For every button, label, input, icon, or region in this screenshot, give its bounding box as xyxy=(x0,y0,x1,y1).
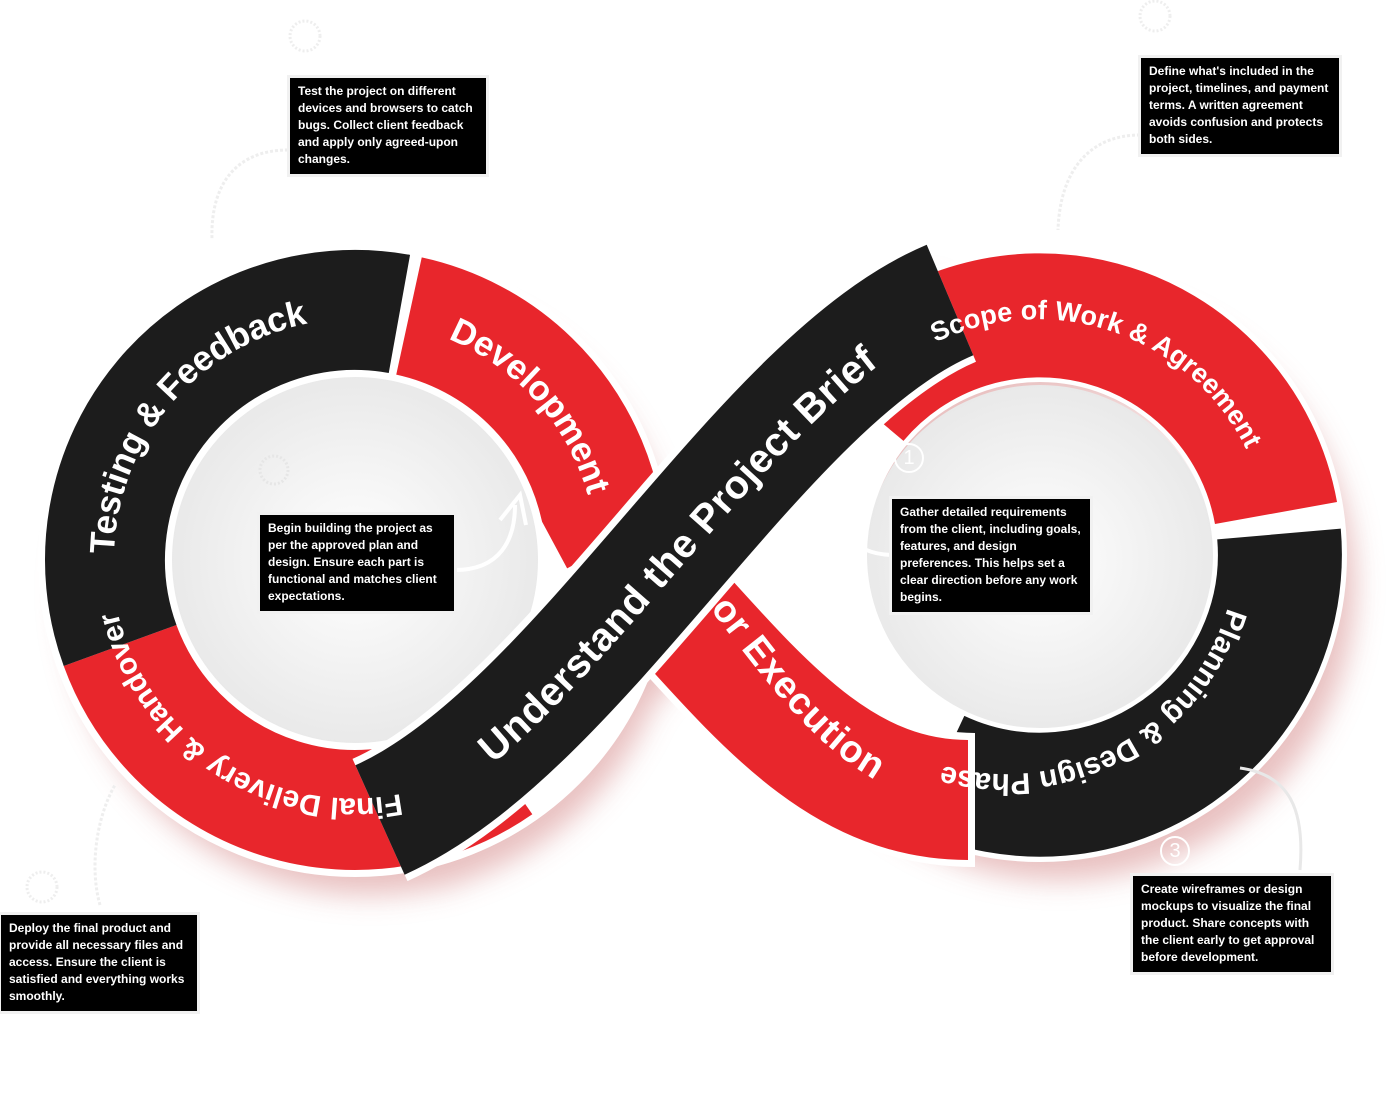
arrow-planning xyxy=(1239,766,1303,871)
arrow-testing xyxy=(210,148,289,241)
callout-development: Begin building the project as per the ap… xyxy=(260,515,454,611)
arrow-development xyxy=(454,490,528,572)
step-number-1-icon: 1 xyxy=(894,443,924,473)
faint-step-icon xyxy=(258,454,290,486)
segment-execution[interactable] xyxy=(615,549,970,860)
segment-planning[interactable] xyxy=(911,528,1342,857)
faint-step-icon xyxy=(288,19,322,53)
callout-testing: Test the project on different devices an… xyxy=(290,78,486,174)
segment-understand[interactable] xyxy=(353,244,976,875)
segment-development[interactable] xyxy=(395,257,673,569)
arrow-delivery xyxy=(93,784,117,906)
step-number-3-icon: 3 xyxy=(1160,836,1190,866)
faint-step-icon xyxy=(1138,0,1172,33)
arrow-understand xyxy=(826,484,896,557)
callout-delivery: Deploy the final product and provide all… xyxy=(1,915,197,1011)
arrow-scope xyxy=(1056,133,1141,231)
callout-understand: Gather detailed requirements from the cl… xyxy=(892,499,1090,612)
faint-step-icon xyxy=(25,870,59,904)
callout-planning: Create wireframes or design mockups to v… xyxy=(1133,876,1331,972)
callout-scope: Define what's included in the project, t… xyxy=(1141,58,1339,154)
segment-testing[interactable] xyxy=(45,249,410,666)
